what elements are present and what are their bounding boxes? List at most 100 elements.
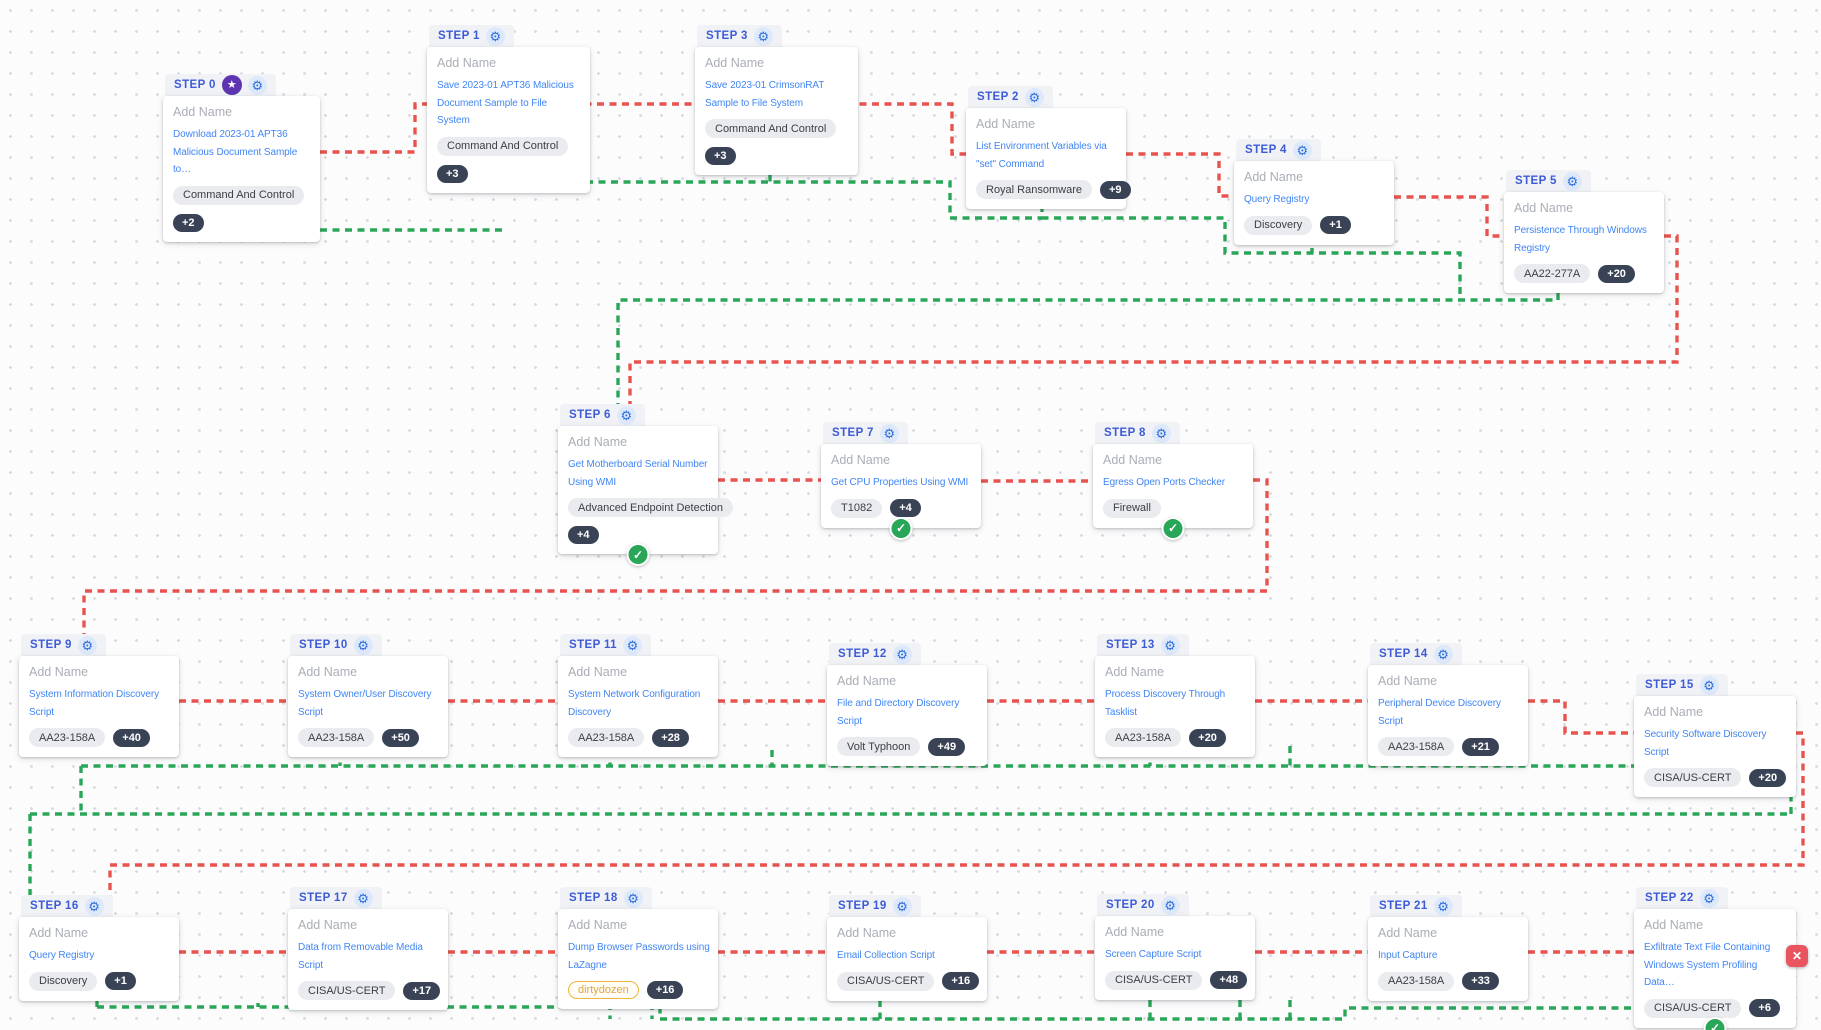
step-action-link[interactable]: System Information Discovery Script: [29, 689, 160, 718]
step-action-link[interactable]: System Owner/User Discovery Script: [298, 689, 432, 718]
step-settings-gear-icon[interactable]: ⚙: [1160, 635, 1180, 655]
more-tags-badge[interactable]: +40: [113, 728, 150, 747]
tag-chip[interactable]: CISA/US-CERT: [1105, 970, 1203, 990]
step-settings-gear-icon[interactable]: ⚙: [1151, 423, 1171, 443]
step-card-11[interactable]: STEP 11 ★ ⚙ Add Name System Network Conf…: [558, 634, 718, 757]
step-card-20[interactable]: STEP 20 ★ ⚙ Add Name Screen Capture Scri…: [1095, 894, 1255, 1000]
step-action-link[interactable]: Get Motherboard Serial Number Using WMI: [568, 459, 708, 488]
more-tags-badge[interactable]: +33: [1462, 972, 1499, 990]
step-settings-gear-icon[interactable]: ⚙: [1292, 140, 1312, 160]
step-action-link[interactable]: Email Collection Script: [837, 950, 935, 961]
step-card-5[interactable]: STEP 5 ★ ⚙ Add Name Persistence Through …: [1504, 170, 1664, 293]
more-tags-badge[interactable]: +16: [646, 981, 684, 999]
tag-chip[interactable]: AA23-158A: [298, 728, 375, 747]
step-card-10[interactable]: STEP 10 ★ ⚙ Add Name System Owner/User D…: [288, 634, 448, 757]
step-name-input[interactable]: Add Name: [705, 56, 765, 70]
step-settings-gear-icon[interactable]: ⚙: [1699, 888, 1719, 908]
step-action-link[interactable]: Peripheral Device Discovery Script: [1378, 698, 1501, 727]
step-name-input[interactable]: Add Name: [173, 105, 233, 119]
step-card-15[interactable]: STEP 15 ★ ⚙ Add Name Security Software D…: [1634, 674, 1796, 797]
step-card-4[interactable]: STEP 4 ★ ⚙ Add Name Query Registry Disco…: [1234, 139, 1394, 245]
more-tags-badge[interactable]: +21: [1462, 737, 1499, 756]
step-name-input[interactable]: Add Name: [976, 117, 1036, 131]
more-tags-badge[interactable]: +4: [890, 499, 921, 517]
tag-chip[interactable]: AA23-158A: [1105, 728, 1182, 747]
step-settings-gear-icon[interactable]: ⚙: [1699, 675, 1719, 695]
more-tags-badge[interactable]: +3: [437, 164, 468, 183]
step-settings-gear-icon[interactable]: ⚙: [1160, 895, 1180, 915]
step-card-19[interactable]: STEP 19 ★ ⚙ Add Name Email Collection Sc…: [827, 895, 987, 1001]
tag-chip[interactable]: Command And Control: [173, 185, 305, 205]
step-settings-gear-icon[interactable]: ⚙: [1433, 644, 1453, 664]
more-tags-badge[interactable]: +50: [382, 728, 419, 747]
step-name-input[interactable]: Add Name: [568, 435, 628, 449]
step-card-0[interactable]: STEP 0 ★ ⚙ Add Name Download 2023-01 APT…: [163, 74, 320, 242]
step-name-input[interactable]: Add Name: [831, 453, 891, 467]
step-name-input[interactable]: Add Name: [1378, 926, 1438, 940]
step-action-link[interactable]: Get CPU Properties Using WMI: [831, 477, 969, 488]
more-tags-badge[interactable]: +9: [1099, 180, 1131, 199]
tag-chip[interactable]: CISA/US-CERT: [1644, 998, 1742, 1018]
step-action-link[interactable]: System Network Configuration Discovery: [568, 689, 701, 718]
tag-chip[interactable]: Discovery: [1244, 215, 1313, 235]
tag-chip[interactable]: AA23-158A: [29, 728, 106, 747]
step-action-link[interactable]: Save 2023-01 APT36 Malicious Document Sa…: [437, 80, 574, 126]
step-card-17[interactable]: STEP 17 ★ ⚙ Add Name Data from Removable…: [288, 887, 448, 1010]
step-card-13[interactable]: STEP 13 ★ ⚙ Add Name Process Discovery T…: [1095, 634, 1255, 757]
step-name-input[interactable]: Add Name: [1105, 925, 1165, 939]
tag-chip[interactable]: Firewall: [1103, 498, 1161, 518]
tag-chip[interactable]: CISA/US-CERT: [298, 981, 396, 1000]
step-card-18[interactable]: STEP 18 ★ ⚙ Add Name Dump Browser Passwo…: [558, 887, 718, 1009]
tag-chip[interactable]: Volt Typhoon: [837, 737, 921, 756]
more-tags-badge[interactable]: +20: [1189, 728, 1226, 747]
step-name-input[interactable]: Add Name: [1103, 453, 1163, 467]
step-action-link[interactable]: Save 2023-01 CrimsonRAT Sample to File S…: [705, 80, 825, 109]
step-card-9[interactable]: STEP 9 ★ ⚙ Add Name System Information D…: [19, 634, 179, 757]
more-tags-badge[interactable]: +3: [705, 147, 736, 165]
step-settings-gear-icon[interactable]: ⚙: [879, 423, 899, 443]
tag-chip[interactable]: AA23-158A: [1378, 971, 1455, 991]
step-action-link[interactable]: Input Capture: [1378, 950, 1438, 961]
step-action-link[interactable]: Screen Capture Script: [1105, 949, 1202, 960]
step-action-link[interactable]: Exfiltrate Text File Containing Windows …: [1644, 942, 1771, 988]
step-name-input[interactable]: Add Name: [437, 56, 497, 70]
tag-chip[interactable]: AA22-277A: [1514, 264, 1591, 283]
more-tags-badge[interactable]: +17: [403, 981, 441, 1000]
step-action-link[interactable]: Egress Open Ports Checker: [1103, 477, 1225, 488]
step-settings-gear-icon[interactable]: ⚙: [753, 26, 773, 46]
step-card-2[interactable]: STEP 2 ★ ⚙ Add Name List Environment Var…: [966, 86, 1131, 209]
tag-chip[interactable]: Advanced Endpoint Detection: [568, 498, 733, 517]
step-card-7[interactable]: STEP 7 ★ ⚙ Add Name Get CPU Properties U…: [821, 422, 981, 540]
tag-chip[interactable]: T1082: [831, 498, 883, 518]
step-name-input[interactable]: Add Name: [568, 665, 628, 679]
step-name-input[interactable]: Add Name: [1378, 674, 1438, 688]
step-name-input[interactable]: Add Name: [568, 918, 628, 932]
step-settings-gear-icon[interactable]: ⚙: [84, 896, 104, 916]
step-settings-gear-icon[interactable]: ⚙: [892, 896, 912, 916]
more-tags-badge[interactable]: +1: [105, 972, 136, 990]
step-action-link[interactable]: Data from Removable Media Script: [298, 942, 423, 971]
tag-chip[interactable]: AA23-158A: [1378, 737, 1455, 756]
step-settings-gear-icon[interactable]: ⚙: [623, 888, 643, 908]
tag-chip[interactable]: Command And Control: [705, 119, 837, 138]
tag-chip[interactable]: CISA/US-CERT: [1644, 768, 1742, 787]
step-name-input[interactable]: Add Name: [29, 926, 89, 940]
more-tags-badge[interactable]: +20: [1749, 768, 1787, 787]
step-action-link[interactable]: Download 2023-01 APT36 Malicious Documen…: [173, 129, 298, 175]
step-settings-gear-icon[interactable]: ⚙: [1562, 171, 1582, 191]
step-action-link[interactable]: Persistence Through Windows Registry: [1514, 225, 1647, 254]
more-tags-badge[interactable]: +20: [1598, 264, 1635, 283]
step-action-link[interactable]: Dump Browser Passwords using LaZagne: [568, 942, 710, 971]
step-settings-gear-icon[interactable]: ⚙: [485, 26, 505, 46]
step-card-6[interactable]: STEP 6 ★ ⚙ Add Name Get Motherboard Seri…: [558, 404, 733, 566]
step-settings-gear-icon[interactable]: ⚙: [1433, 896, 1453, 916]
step-action-link[interactable]: List Environment Variables via "set" Com…: [976, 141, 1107, 170]
step-card-12[interactable]: STEP 12 ★ ⚙ Add Name File and Directory …: [827, 643, 987, 766]
tag-chip[interactable]: Command And Control: [437, 136, 569, 156]
step-action-link[interactable]: File and Directory Discovery Script: [837, 698, 960, 727]
more-tags-badge[interactable]: +48: [1210, 971, 1248, 989]
step-settings-gear-icon[interactable]: ⚙: [353, 635, 373, 655]
more-tags-badge[interactable]: +6: [1749, 999, 1780, 1017]
more-tags-badge[interactable]: +1: [1320, 216, 1351, 234]
step-card-3[interactable]: STEP 3 ★ ⚙ Add Name Save 2023-01 Crimson…: [695, 25, 858, 175]
